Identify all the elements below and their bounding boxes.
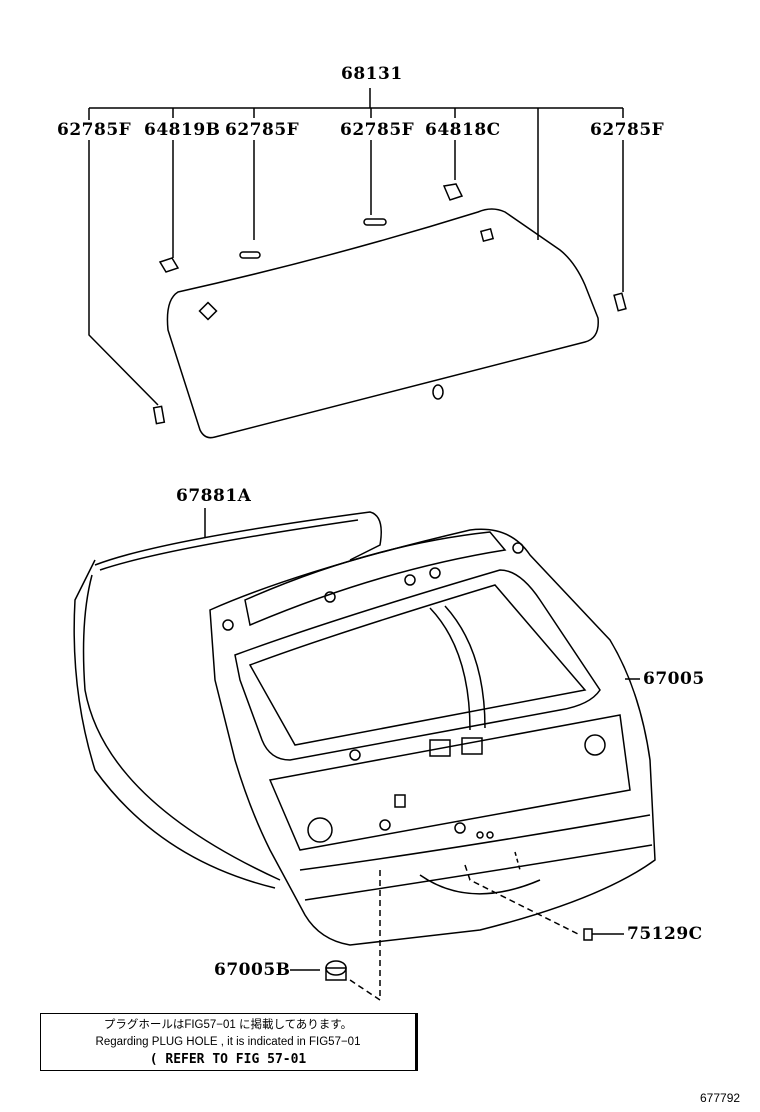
label-plate: 75129C <box>627 924 703 944</box>
glass-clips <box>152 183 627 425</box>
note-box: プラグホールはFIG57−01 に掲載してあります。 Regarding PLU… <box>40 1013 418 1071</box>
label-glass-clip-2: 62785F <box>225 120 300 140</box>
label-glass-clip-4: 62785F <box>590 120 665 140</box>
glass-marker <box>198 301 218 321</box>
figure-id: 677792 <box>700 1091 741 1105</box>
plate-part <box>583 928 593 941</box>
label-plug: 67005B <box>214 960 291 980</box>
note-refer-link[interactable]: ( REFER TO FIG 57-01 <box>149 1052 307 1067</box>
back-window-glass <box>166 208 599 439</box>
glass-marker <box>479 227 495 243</box>
plug-leader-dashed <box>349 870 381 1002</box>
back-door-panel <box>209 528 656 946</box>
label-back-door-panel: 67005 <box>643 669 705 689</box>
glass-hole <box>432 384 444 400</box>
plate-leader-dashed <box>464 864 581 936</box>
label-glass-bracket-2: 64818C <box>425 120 501 140</box>
label-glass-clip-3: 62785F <box>340 120 415 140</box>
plug-part <box>325 960 347 981</box>
note-japanese: プラグホールはFIG57−01 に掲載してあります。 <box>103 1019 353 1031</box>
plate-leader-dashed <box>514 851 521 871</box>
label-glass-assy: 68131 <box>341 64 403 84</box>
label-glass-clip-1: 62785F <box>57 120 132 140</box>
weatherstrip <box>73 511 382 889</box>
label-weatherstrip: 67881A <box>176 486 252 506</box>
note-english: Regarding PLUG HOLE , it is indicated in… <box>95 1036 361 1048</box>
glass-leader-lines <box>88 88 624 406</box>
label-glass-bracket-1: 64819B <box>144 120 221 140</box>
